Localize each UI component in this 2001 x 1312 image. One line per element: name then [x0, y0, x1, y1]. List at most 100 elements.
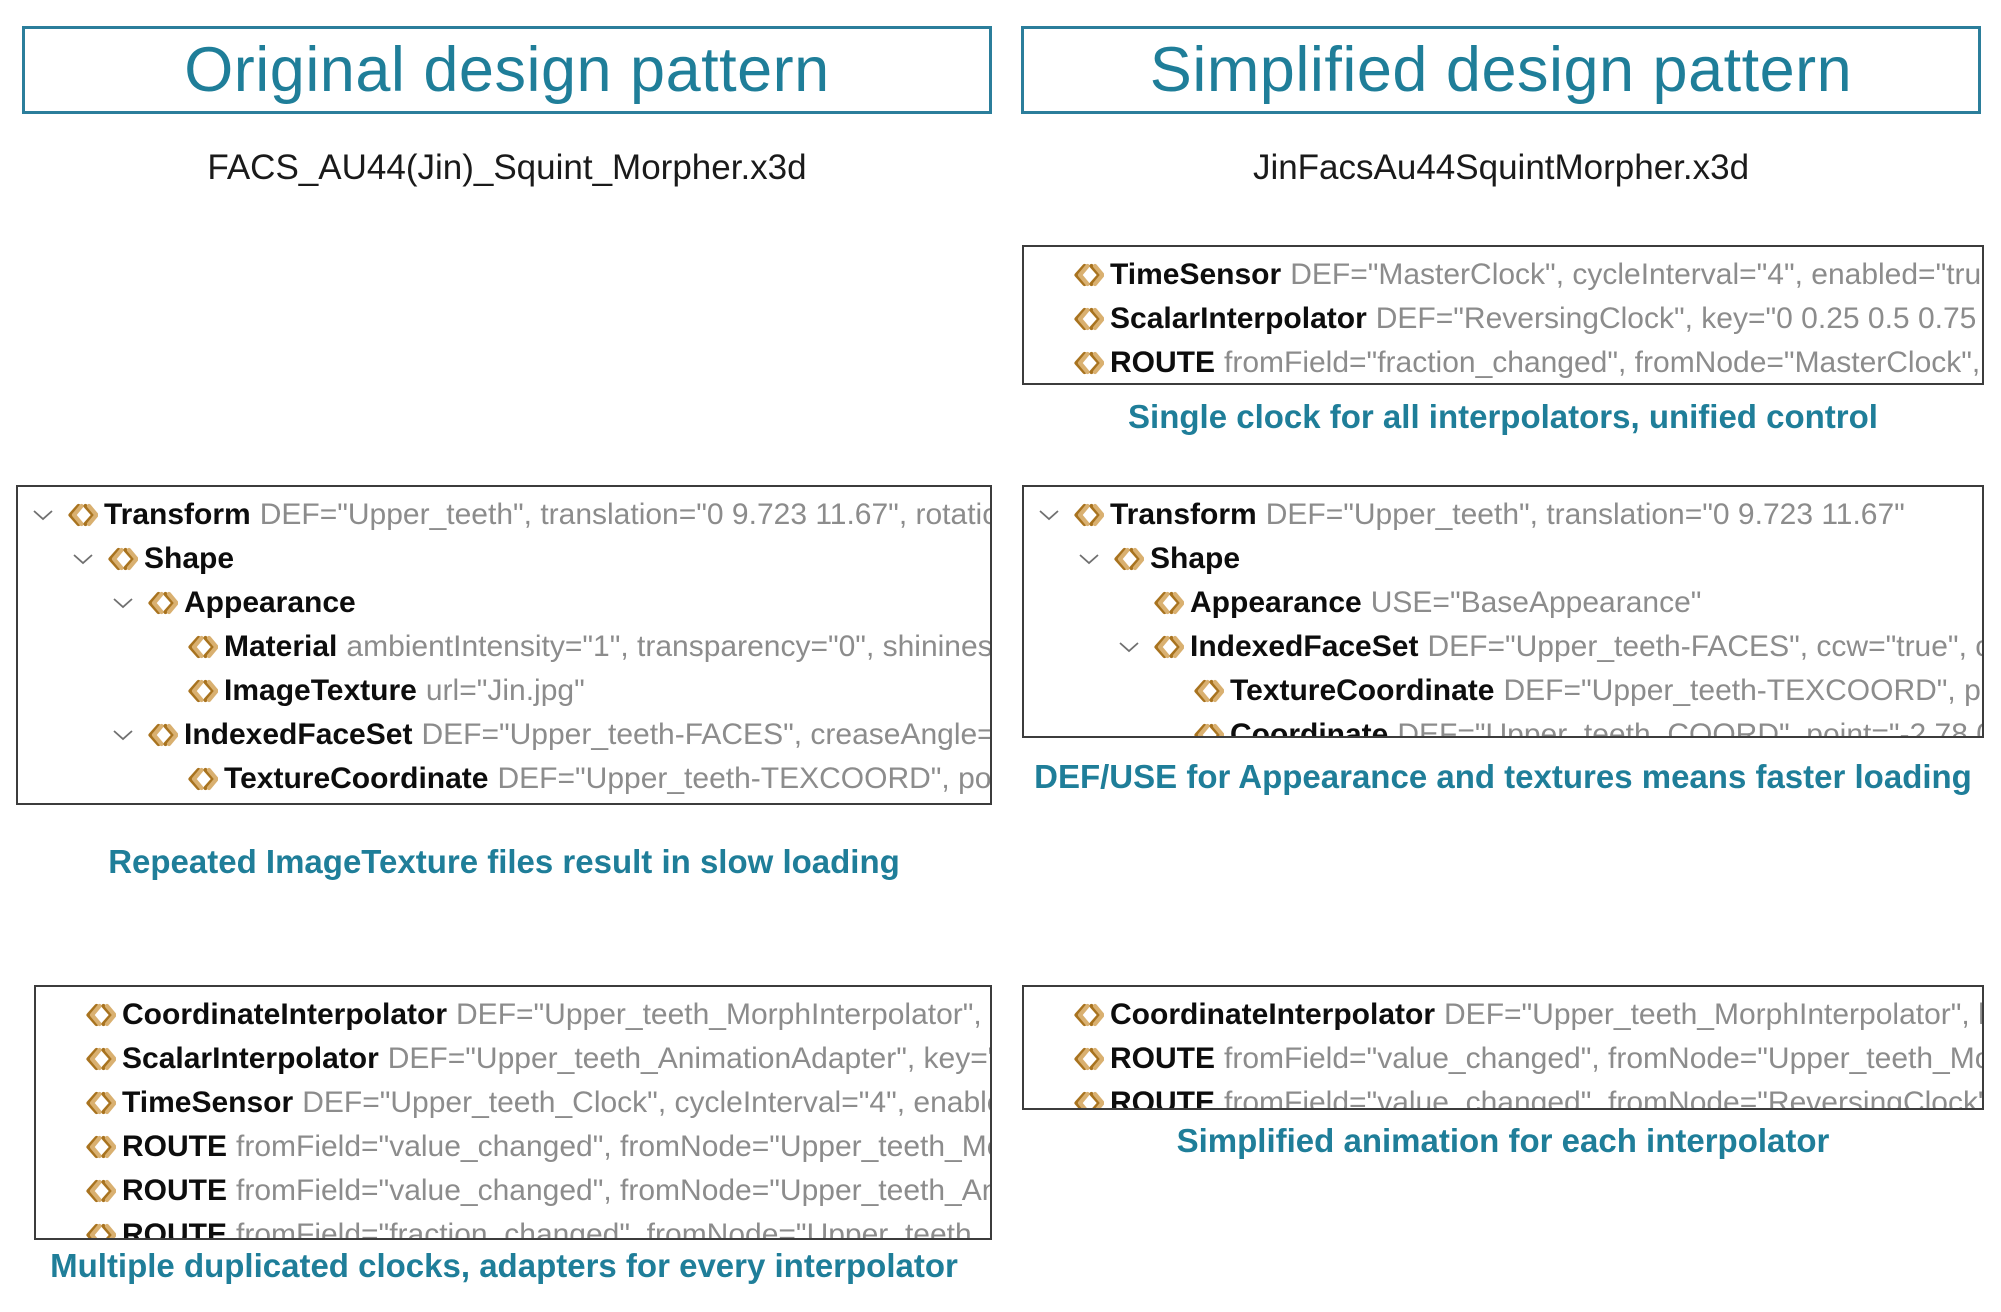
xml-tag-name: ROUTE	[122, 1218, 227, 1240]
code-chevrons-icon	[180, 633, 224, 661]
filename-original: FACS_AU44(Jin)_Squint_Morpher.x3d	[207, 148, 807, 187]
xml-tag-name: ROUTE	[1110, 1086, 1215, 1110]
code-line[interactable]: Coordinate DEF="Upper_teeth_COORD", point…	[1024, 713, 1984, 738]
code-chevrons-icon	[1066, 1045, 1110, 1073]
banner-original-design-pattern: Original design pattern	[22, 26, 992, 114]
code-chevrons-icon	[1066, 305, 1110, 333]
code-block-top-sliver	[36, 987, 990, 992]
xml-tag-name: Coordinate	[1230, 718, 1389, 738]
code-chevrons-icon	[1066, 501, 1110, 529]
xml-tag-attributes: DEF="Upper_teeth-FACES", ccw="true", coo…	[1427, 630, 1982, 663]
xml-tag-name: Shape	[1150, 542, 1241, 575]
code-block-top-sliver	[1024, 987, 1982, 992]
code-chevrons-icon	[60, 501, 104, 529]
xml-tag-attributes: USE="BaseAppearance"	[1370, 586, 1702, 619]
code-chevrons-icon	[78, 1221, 122, 1238]
xml-tag-attributes: DEF="Upper_teeth", translation="0 9.723 …	[1265, 498, 1905, 531]
code-chevrons-icon	[78, 1089, 122, 1117]
xml-tag-name: Appearance	[1190, 586, 1362, 619]
chevron-down-icon	[1112, 596, 1146, 610]
filename-simplified: JinFacsAu44SquintMorpher.x3d	[1252, 148, 1750, 187]
code-chevrons-icon	[78, 1177, 122, 1205]
banner-left-title: Original design pattern	[184, 34, 830, 105]
code-chevrons-icon	[1066, 261, 1110, 289]
code-chevrons-icon	[1146, 633, 1190, 661]
chevron-down-icon	[44, 1184, 78, 1198]
code-line[interactable]: ROUTE fromField="fraction_changed", fromN…	[36, 1213, 992, 1240]
xml-tag-name: ROUTE	[122, 1174, 227, 1207]
chevron-down-icon	[146, 772, 180, 786]
xml-tag-name: IndexedFaceSet	[1190, 630, 1419, 663]
xml-tag-attributes: fromField="fraction_changed", fromNode="…	[1224, 346, 1984, 379]
code-chevrons-icon	[78, 1133, 122, 1161]
chevron-down-icon[interactable]	[1112, 640, 1146, 654]
chevron-down-icon[interactable]	[26, 508, 60, 522]
caption-right-bottom: Simplified animation for each interpolat…	[1176, 1122, 1830, 1159]
chevron-down-icon	[1032, 1096, 1066, 1108]
chevron-down-icon[interactable]	[106, 596, 140, 610]
xml-tag-attributes: DEF="Upper_teeth_MorphInterpolator", key…	[456, 998, 990, 1031]
xml-tag-attributes: DEF="ReversingClock", key="0 0.25 0.5 0.…	[1375, 302, 1982, 335]
chevron-down-icon	[1152, 728, 1186, 736]
chevron-down-icon[interactable]	[1072, 552, 1106, 566]
code-line[interactable]: Appearance	[18, 581, 990, 625]
code-chevrons-icon	[180, 765, 224, 793]
code-line[interactable]: ROUTE fromField="value_changed", fromNode…	[36, 1125, 990, 1169]
chevron-down-icon[interactable]	[66, 552, 100, 566]
chevron-down-icon	[1152, 684, 1186, 698]
xml-tag-attributes: DEF="Upper_teeth", translation="0 9.723 …	[259, 498, 992, 531]
code-chevrons-icon	[1186, 677, 1230, 705]
xml-tag-name: ROUTE	[122, 1130, 227, 1163]
chevron-down-icon	[44, 1008, 78, 1022]
code-line[interactable]: Shape	[18, 537, 990, 581]
code-chevrons-icon	[1106, 545, 1150, 573]
xml-tag-name: ROUTE	[1110, 346, 1215, 379]
chevron-down-icon	[44, 1228, 78, 1238]
code-chevrons-icon	[78, 1045, 122, 1073]
xml-tag-name: Transform	[1110, 498, 1257, 531]
xml-tag-attributes: fromField="value_changed", fromNode="Rev…	[1224, 1086, 1984, 1110]
code-chevrons-icon	[180, 677, 224, 705]
code-line[interactable]: Shape	[1024, 537, 1982, 581]
xml-tag-attributes: DEF="Upper_teeth_Clock", cycleInterval="…	[302, 1086, 992, 1119]
caption-right-middle: DEF/USE for Appearance and textures mean…	[1034, 758, 1972, 795]
chevron-down-icon	[1032, 268, 1066, 282]
xml-tag-attributes: fromField="value_changed", fromNode="Upp…	[236, 1130, 992, 1163]
xml-tag-attributes: DEF="Upper_teeth_COORD", point="-2.78 0.…	[1397, 718, 1984, 738]
code-block-top-sliver	[18, 487, 990, 492]
xml-tag-name: Material	[224, 630, 338, 663]
chevron-down-icon[interactable]	[106, 728, 140, 742]
caption-right-top: Single clock for all interpolators, unif…	[1128, 398, 1878, 435]
caption-left-bottom: Multiple duplicated clocks, adapters for…	[50, 1247, 958, 1284]
code-line[interactable]: ROUTE fromField="fraction_changed", fromN…	[1024, 341, 1984, 383]
xml-tag-attributes: ambientIntensity="1", transparency="0", …	[346, 630, 992, 663]
chevron-down-icon[interactable]	[1032, 508, 1066, 522]
xml-tag-attributes: fromField="fraction_changed", fromNode="…	[236, 1218, 992, 1240]
xml-tag-name: IndexedFaceSet	[184, 718, 413, 751]
code-chevrons-icon	[1066, 1089, 1110, 1108]
code-line[interactable]: ROUTE fromField="value_changed", fromNode…	[1024, 1081, 1984, 1110]
caption-left-middle: Repeated ImageTexture files result in sl…	[108, 843, 900, 880]
xml-tag-attributes: fromField="value_changed", fromNode="Upp…	[1224, 1042, 1984, 1075]
xml-tag-name: TimeSensor	[122, 1086, 294, 1119]
